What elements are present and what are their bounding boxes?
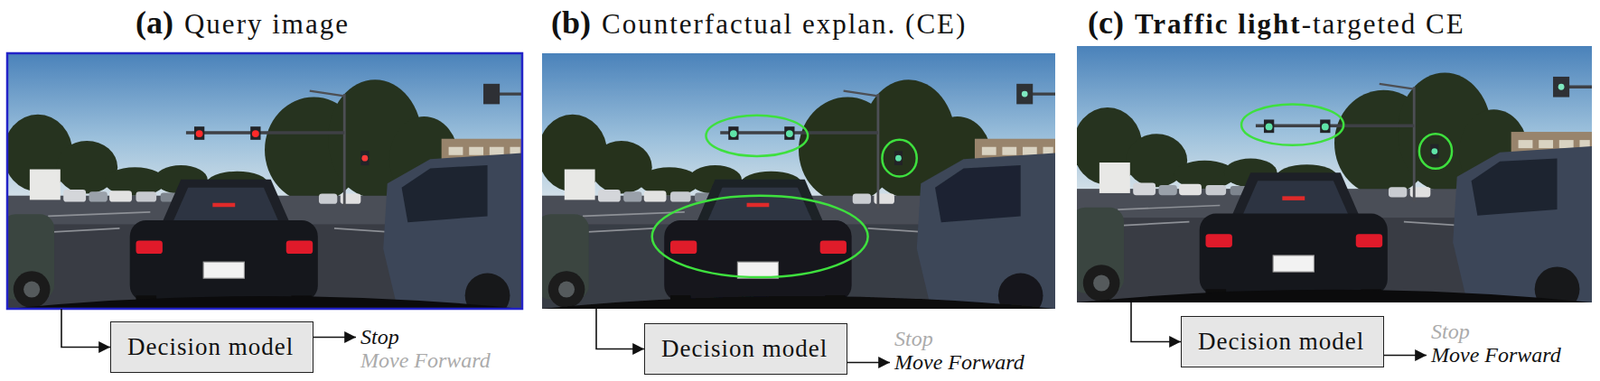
input-arrow bbox=[61, 308, 111, 348]
process-box: Decision model bbox=[1180, 316, 1385, 368]
panel-title: Traffic light bbox=[1134, 8, 1302, 40]
red-light bbox=[252, 130, 260, 138]
green-light bbox=[729, 130, 738, 138]
panel-heading: (c) Traffic light-targeted CE bbox=[1087, 3, 1466, 43]
panel-letter: (c) bbox=[1087, 4, 1124, 41]
green-light bbox=[785, 130, 794, 138]
red-light bbox=[196, 130, 204, 138]
panel-heading: (a) Query image bbox=[135, 3, 350, 43]
highlight-ellipse bbox=[1419, 133, 1452, 169]
panel-letter: (b) bbox=[551, 4, 591, 41]
input-arrow bbox=[596, 308, 645, 350]
panel-letter: (a) bbox=[135, 4, 174, 41]
street-scene bbox=[1070, 46, 1592, 312]
street-scene bbox=[0, 53, 523, 319]
green-light bbox=[895, 155, 902, 162]
red-light bbox=[361, 155, 368, 162]
panel-title: Query image bbox=[184, 8, 350, 40]
image-panel: (a)Query image bbox=[7, 53, 523, 309]
query-image bbox=[0, 53, 523, 319]
box-label: Decision model bbox=[127, 332, 297, 362]
green-light bbox=[1558, 84, 1565, 91]
decision-output: Move Forward bbox=[1431, 343, 1562, 369]
decision-output: Move Forward bbox=[360, 348, 491, 375]
green-light bbox=[1265, 122, 1273, 131]
green-light bbox=[1431, 148, 1438, 155]
decision-output: Move Forward bbox=[894, 350, 1025, 376]
process-box: Decision model bbox=[644, 323, 848, 375]
query-border bbox=[7, 53, 523, 309]
decision-output: Stop bbox=[360, 325, 400, 351]
output-arrow bbox=[847, 362, 890, 365]
output-arrow bbox=[313, 336, 356, 339]
panel-title: Counterfactual explan. (CE) bbox=[601, 8, 967, 40]
output-arrow bbox=[1384, 355, 1427, 357]
highlight-ellipse bbox=[1241, 103, 1344, 145]
ce-image bbox=[535, 53, 1056, 319]
image-panel: (b)Counterfactual explan. (CE) bbox=[542, 53, 1056, 309]
street-scene bbox=[535, 53, 1056, 319]
highlight-ellipse bbox=[705, 115, 808, 157]
box-label: Decision model bbox=[1197, 327, 1367, 356]
highlight-ellipse bbox=[652, 196, 869, 278]
image-panel: (c)Traffic light-targeted CE bbox=[1076, 46, 1592, 303]
process-box: Decision model bbox=[110, 321, 314, 374]
decision-output: Stop bbox=[894, 327, 934, 353]
green-light bbox=[1321, 122, 1329, 131]
box-label: Decision model bbox=[661, 334, 831, 364]
decision-output: Stop bbox=[1431, 319, 1470, 346]
green-light bbox=[1021, 91, 1029, 98]
input-arrow bbox=[1131, 302, 1181, 343]
highlight-ellipse bbox=[881, 140, 917, 178]
panel-heading: (b) Counterfactual explan. (CE) bbox=[551, 3, 967, 43]
targeted-ce-image bbox=[1070, 46, 1592, 312]
panel-title: -targeted CE bbox=[1301, 8, 1466, 40]
